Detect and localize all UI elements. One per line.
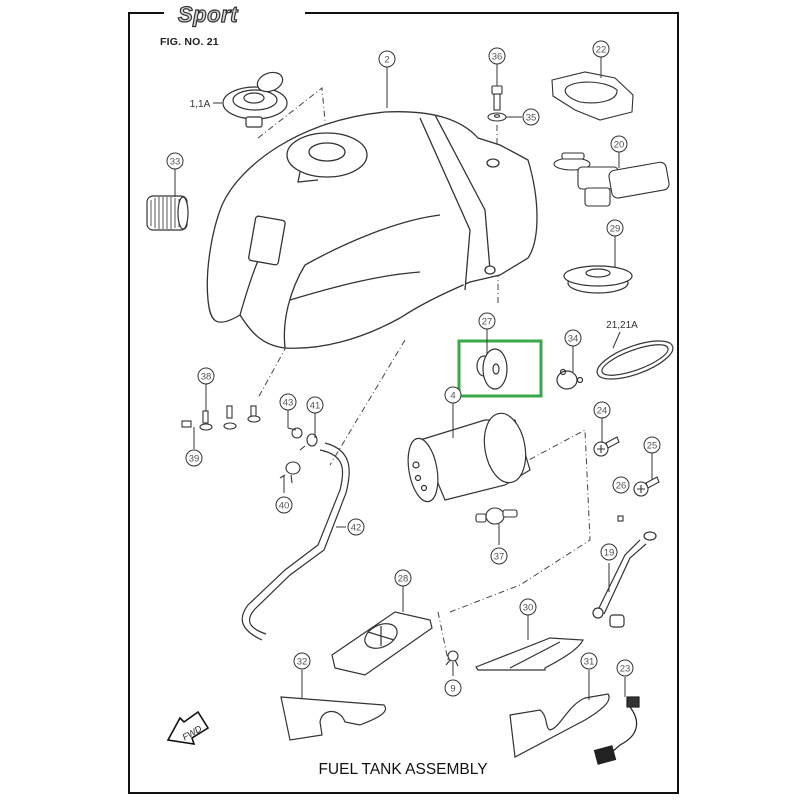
diagram-caption: FUEL TANK ASSEMBLY xyxy=(318,761,488,778)
callout-19: 19 xyxy=(600,543,618,561)
tank-pad-drawing xyxy=(331,611,433,676)
damper-drawing xyxy=(146,195,189,231)
svg-text:2: 2 xyxy=(384,55,389,66)
callout-25: 25 xyxy=(643,436,661,454)
clamps-drawing xyxy=(279,427,318,484)
callout-33: 33 xyxy=(166,152,184,170)
svg-text:37: 37 xyxy=(494,552,505,563)
svg-text:43: 43 xyxy=(283,398,294,409)
o-ring-drawing xyxy=(596,340,674,380)
svg-text:26: 26 xyxy=(616,481,627,492)
callout-32: 32 xyxy=(293,652,311,670)
callout-4: 4 xyxy=(444,386,462,404)
svg-text:33: 33 xyxy=(170,157,181,168)
callout-26: 26 xyxy=(612,476,630,494)
diagram-frame xyxy=(128,12,679,794)
callout-40: 40 xyxy=(275,496,293,514)
svg-text:25: 25 xyxy=(647,441,658,452)
fuel-filter-drawing xyxy=(475,507,518,525)
callout-27: 27 xyxy=(478,312,496,330)
svg-text:23: 23 xyxy=(620,664,631,675)
svg-text:38: 38 xyxy=(201,372,212,383)
cushion-drawing xyxy=(476,348,508,390)
heat-shield-drawing xyxy=(475,637,584,671)
svg-text:20: 20 xyxy=(614,140,625,151)
callout-29: 29 xyxy=(606,219,624,237)
fuel-tank-drawing xyxy=(206,111,538,349)
leader-lines xyxy=(174,57,653,700)
svg-text:35: 35 xyxy=(526,113,537,124)
svg-text:34: 34 xyxy=(568,334,579,345)
svg-text:19: 19 xyxy=(604,548,615,559)
fuel-cap-drawing xyxy=(222,71,288,128)
callout-43: 43 xyxy=(279,393,297,411)
bolts-drawing xyxy=(181,405,261,431)
clip-drawing xyxy=(556,368,584,390)
svg-text:42: 42 xyxy=(351,523,362,534)
callout-37: 37 xyxy=(490,547,508,565)
callouts: 1,1A 2 36 35 22 20 29 33 27 34 21,21A 4 … xyxy=(166,40,661,697)
callout-22: 22 xyxy=(592,40,610,58)
svg-text:28: 28 xyxy=(398,574,409,585)
svg-text:27: 27 xyxy=(482,317,493,328)
svg-text:41: 41 xyxy=(310,401,321,412)
svg-text:31: 31 xyxy=(584,657,595,668)
callout-39: 39 xyxy=(185,449,203,467)
highlight-box xyxy=(457,339,543,398)
callout-31: 31 xyxy=(580,652,598,670)
callout-20: 20 xyxy=(610,135,628,153)
callout-41: 41 xyxy=(306,396,324,414)
canister-drawing xyxy=(407,412,531,503)
callout-1-1a: 1,1A xyxy=(190,99,211,110)
brand-logo: Sport xyxy=(168,1,248,28)
callout-28: 28 xyxy=(394,569,412,587)
svg-text:40: 40 xyxy=(279,501,290,512)
figure-number: FIG. NO. 21 xyxy=(160,36,219,48)
callout-35: 35 xyxy=(522,108,540,126)
wire-harness-drawing xyxy=(593,696,640,765)
callout-34: 34 xyxy=(564,329,582,347)
callout-42: 42 xyxy=(347,518,365,536)
screws-drawing xyxy=(593,436,660,522)
svg-text:24: 24 xyxy=(597,406,608,417)
rubber-sheet-32-drawing xyxy=(280,696,387,741)
callout-9: 9 xyxy=(444,679,462,697)
callout-2: 2 xyxy=(378,50,396,68)
grommet-drawing xyxy=(563,265,633,294)
forward-arrow-icon: FWD xyxy=(166,710,210,745)
svg-text:22: 22 xyxy=(596,45,607,56)
svg-text:36: 36 xyxy=(492,52,503,63)
svg-text:32: 32 xyxy=(297,657,308,668)
gasket-drawing xyxy=(551,71,634,121)
fuel-hose-drawing xyxy=(592,531,657,628)
clamp-9-drawing xyxy=(445,650,459,667)
fuel-pump-drawing xyxy=(553,152,670,207)
svg-text:39: 39 xyxy=(189,454,200,465)
rubber-sheet-31-drawing xyxy=(509,693,610,758)
callout-23: 23 xyxy=(616,659,634,677)
callout-38: 38 xyxy=(197,367,215,385)
breather-hose-drawing xyxy=(241,442,350,641)
svg-text:4: 4 xyxy=(450,391,455,402)
callout-30: 30 xyxy=(519,598,537,616)
svg-text:29: 29 xyxy=(610,224,621,235)
callout-36: 36 xyxy=(488,47,506,65)
bolt-washer-drawing xyxy=(487,85,507,122)
callout-21-21a: 21,21A xyxy=(606,320,638,331)
svg-text:30: 30 xyxy=(523,603,534,614)
svg-text:9: 9 xyxy=(450,684,455,695)
callout-24: 24 xyxy=(593,401,611,419)
